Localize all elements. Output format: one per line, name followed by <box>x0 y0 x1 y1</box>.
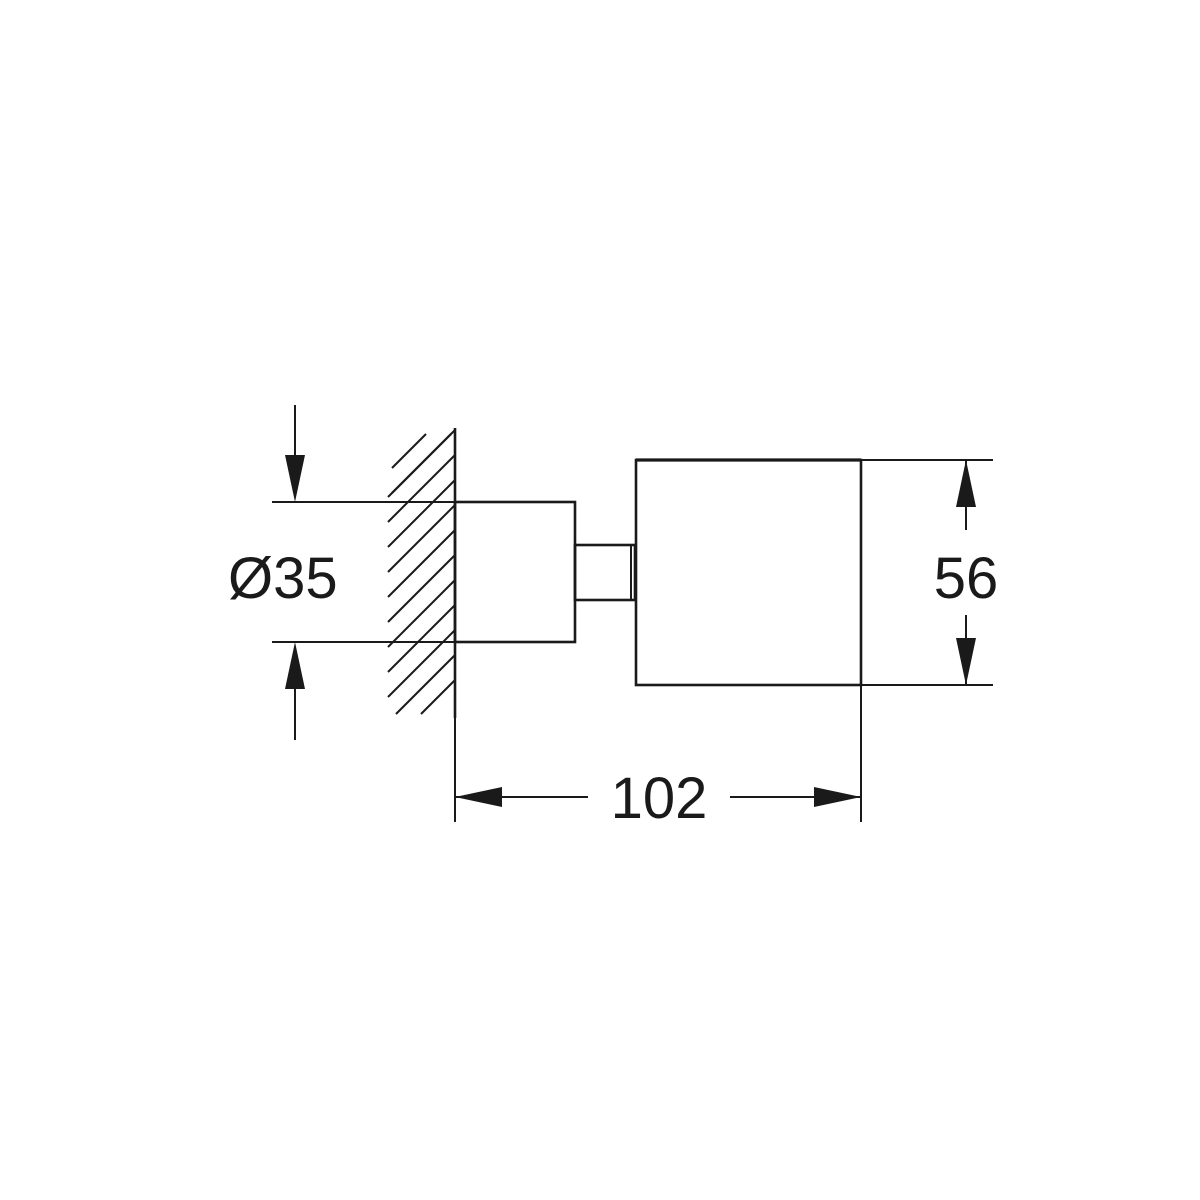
arrow-down-icon <box>285 455 305 502</box>
length-label: 102 <box>611 766 708 831</box>
arrow-right-icon <box>814 787 861 807</box>
arrow-left-icon <box>455 787 502 807</box>
wall-hatching <box>387 429 456 715</box>
diameter-dimension: Ø35 <box>228 405 455 740</box>
product-outline <box>453 458 863 687</box>
hatch-line <box>387 479 456 548</box>
length-dimension: 102 <box>454 685 862 831</box>
hatch-line <box>395 654 456 715</box>
hatch-line <box>387 604 456 673</box>
hatch-line <box>391 433 427 469</box>
connector-neck <box>573 543 637 602</box>
wall-flange <box>453 500 577 644</box>
diameter-label: Ø35 <box>228 546 338 611</box>
hatch-line <box>420 679 456 715</box>
height-dimension: 56 <box>861 459 999 686</box>
hatch-line <box>387 504 456 573</box>
arrow-up-icon <box>285 642 305 689</box>
height-label: 56 <box>934 546 999 611</box>
hatch-line <box>387 554 456 623</box>
hatch-line <box>387 529 456 598</box>
hatch-line <box>387 454 456 523</box>
holder-body <box>634 458 863 687</box>
hatch-line <box>387 629 456 698</box>
wall <box>387 428 457 718</box>
hatch-line <box>391 433 452 494</box>
arrow-down-icon <box>956 638 976 685</box>
arrow-up-icon <box>956 460 976 507</box>
hatch-line <box>387 579 456 648</box>
